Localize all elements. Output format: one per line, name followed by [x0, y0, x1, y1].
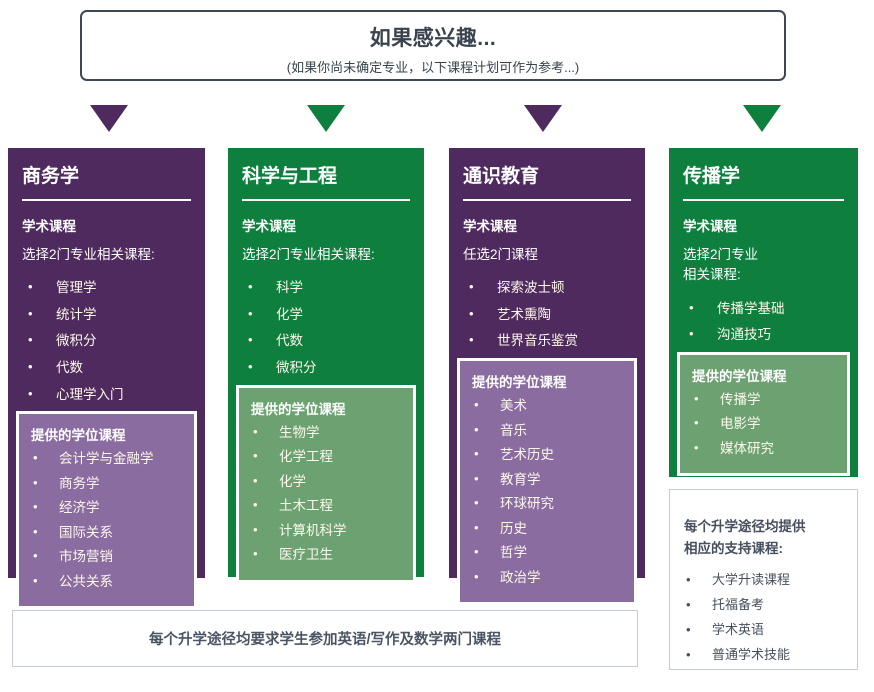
degree-box: 提供的学位课程 会计学与金融学 商务学 经济学 国际关系 市场营销 公共关系: [16, 411, 197, 610]
column-title: 商务学: [22, 166, 80, 187]
degree-box-title: 提供的学位课程: [472, 374, 567, 390]
degree-item: 会计学与金融学: [29, 449, 184, 469]
degree-item: 媒体研究: [690, 439, 837, 459]
title-underline: [463, 199, 631, 201]
degree-item: 艺术历史: [470, 445, 624, 465]
degree-item: 国际关系: [29, 523, 184, 543]
degree-box-title: 提供的学位课程: [251, 401, 346, 417]
academic-section-label: 学术课程: [242, 219, 296, 234]
course-list: 探索波士顿 艺术熏陶 世界音乐鉴赏: [449, 271, 645, 358]
course-list: 科学 化学 代数 微积分: [228, 271, 424, 384]
title-underline: [242, 199, 410, 201]
degree-item: 传播学: [690, 390, 837, 410]
support-box-heading: 每个升学途径均提供 相应的支持课程:: [684, 519, 806, 556]
column-title: 通识教育: [463, 166, 540, 187]
support-item: 托福备考: [680, 596, 847, 615]
course-list: 传播学基础 沟通技巧: [669, 292, 858, 352]
degree-item: 政治学: [470, 568, 624, 588]
degree-item: 美术: [470, 396, 624, 416]
course-list: 管理学 统计学 微积分 代数 心理学入门: [8, 271, 205, 411]
column-title: 传播学: [683, 166, 741, 187]
degree-item: 商务学: [29, 474, 184, 494]
degree-box: 提供的学位课程 美术 音乐 艺术历史 教育学 环球研究 历史 哲学 政治学: [457, 357, 637, 606]
academic-section-label: 学术课程: [463, 219, 517, 234]
course-item: 传播学基础: [683, 299, 844, 319]
header-box: 如果感兴趣... (如果你尚未确定专业，以下课程计划可作为参考...): [80, 10, 786, 81]
degree-list: 传播学 电影学 媒体研究: [680, 390, 847, 459]
degree-item: 化学工程: [249, 447, 403, 467]
page-title: 如果感兴趣...: [369, 27, 497, 50]
down-arrow-icon-science: [307, 105, 345, 132]
course-instruction: 任选2门课程: [463, 247, 539, 262]
degree-item: 生物学: [249, 423, 403, 443]
degree-item: 教育学: [470, 470, 624, 490]
course-item: 世界音乐鉴赏: [463, 331, 631, 351]
degree-item: 土木工程: [249, 496, 403, 516]
degree-item: 经济学: [29, 498, 184, 518]
course-instruction: 选择2门专业 相关课程:: [683, 247, 759, 283]
course-item: 代数: [22, 358, 191, 378]
degree-item: 医疗卫生: [249, 545, 403, 565]
page-subtitle: (如果你尚未确定专业，以下课程计划可作为参考...): [286, 60, 580, 75]
degree-item: 市场营销: [29, 547, 184, 567]
course-item: 管理学: [22, 278, 191, 298]
down-arrow-icon-communication: [743, 105, 781, 132]
course-item: 微积分: [22, 331, 191, 351]
column-general-education: 通识教育 学术课程 任选2门课程 探索波士顿 艺术熏陶 世界音乐鉴赏 提供的学位…: [449, 148, 645, 606]
note-box: 每个升学途径均要求学生参加英语/写作及数学两门课程: [12, 610, 638, 667]
course-item: 探索波士顿: [463, 278, 631, 298]
course-item: 心理学入门: [22, 385, 191, 405]
support-item: 普通学术技能: [680, 646, 847, 665]
support-list: 大学升读课程 托福备考 学术英语 普通学术技能: [670, 571, 857, 664]
course-item: 沟通技巧: [683, 325, 844, 345]
academic-section-label: 学术课程: [683, 219, 737, 234]
degree-box-title: 提供的学位课程: [692, 368, 787, 384]
degree-item: 电影学: [690, 414, 837, 434]
degree-item: 公共关系: [29, 572, 184, 592]
course-item: 代数: [242, 331, 410, 351]
course-item: 化学: [242, 305, 410, 325]
degree-box-title: 提供的学位课程: [31, 428, 126, 444]
support-item: 学术英语: [680, 621, 847, 640]
course-item: 微积分: [242, 358, 410, 378]
degree-list: 会计学与金融学 商务学 经济学 国际关系 市场营销 公共关系: [19, 449, 194, 591]
column-science-engineering: 科学与工程 学术课程 选择2门专业相关课程: 科学 化学 代数 微积分 提供的学…: [228, 148, 424, 583]
course-instruction: 选择2门专业相关课程:: [242, 247, 375, 262]
degree-list: 美术 音乐 艺术历史 教育学 环球研究 历史 哲学 政治学: [460, 396, 634, 588]
note-text: 每个升学途径均要求学生参加英语/写作及数学两门课程: [148, 632, 502, 648]
title-underline: [683, 199, 844, 201]
degree-box: 提供的学位课程 生物学 化学工程 化学 土木工程 计算机科学 医疗卫生: [236, 384, 416, 583]
degree-list: 生物学 化学工程 化学 土木工程 计算机科学 医疗卫生: [239, 423, 413, 565]
course-item: 艺术熏陶: [463, 305, 631, 325]
degree-box: 提供的学位课程 传播学 电影学 媒体研究: [677, 351, 850, 477]
support-item: 大学升读课程: [680, 571, 847, 590]
course-instruction: 选择2门专业相关课程:: [22, 247, 155, 262]
degree-item: 环球研究: [470, 494, 624, 514]
degree-item: 音乐: [470, 421, 624, 441]
down-arrow-icon-general: [524, 105, 562, 132]
degree-item: 历史: [470, 519, 624, 539]
column-communication: 传播学 学术课程 选择2门专业 相关课程: 传播学基础 沟通技巧 提供的学位课程…: [669, 148, 858, 477]
course-item: 统计学: [22, 305, 191, 325]
course-item: 科学: [242, 278, 410, 298]
support-courses-box: 每个升学途径均提供 相应的支持课程: 大学升读课程 托福备考 学术英语 普通学术…: [669, 489, 858, 670]
degree-item: 哲学: [470, 543, 624, 563]
column-business: 商务学 学术课程 选择2门专业相关课程: 管理学 统计学 微积分 代数 心理学入…: [8, 148, 205, 610]
title-underline: [22, 199, 191, 201]
academic-section-label: 学术课程: [22, 219, 76, 234]
column-title: 科学与工程: [242, 166, 338, 187]
degree-item: 计算机科学: [249, 521, 403, 541]
degree-item: 化学: [249, 472, 403, 492]
down-arrow-icon-business: [90, 105, 128, 132]
